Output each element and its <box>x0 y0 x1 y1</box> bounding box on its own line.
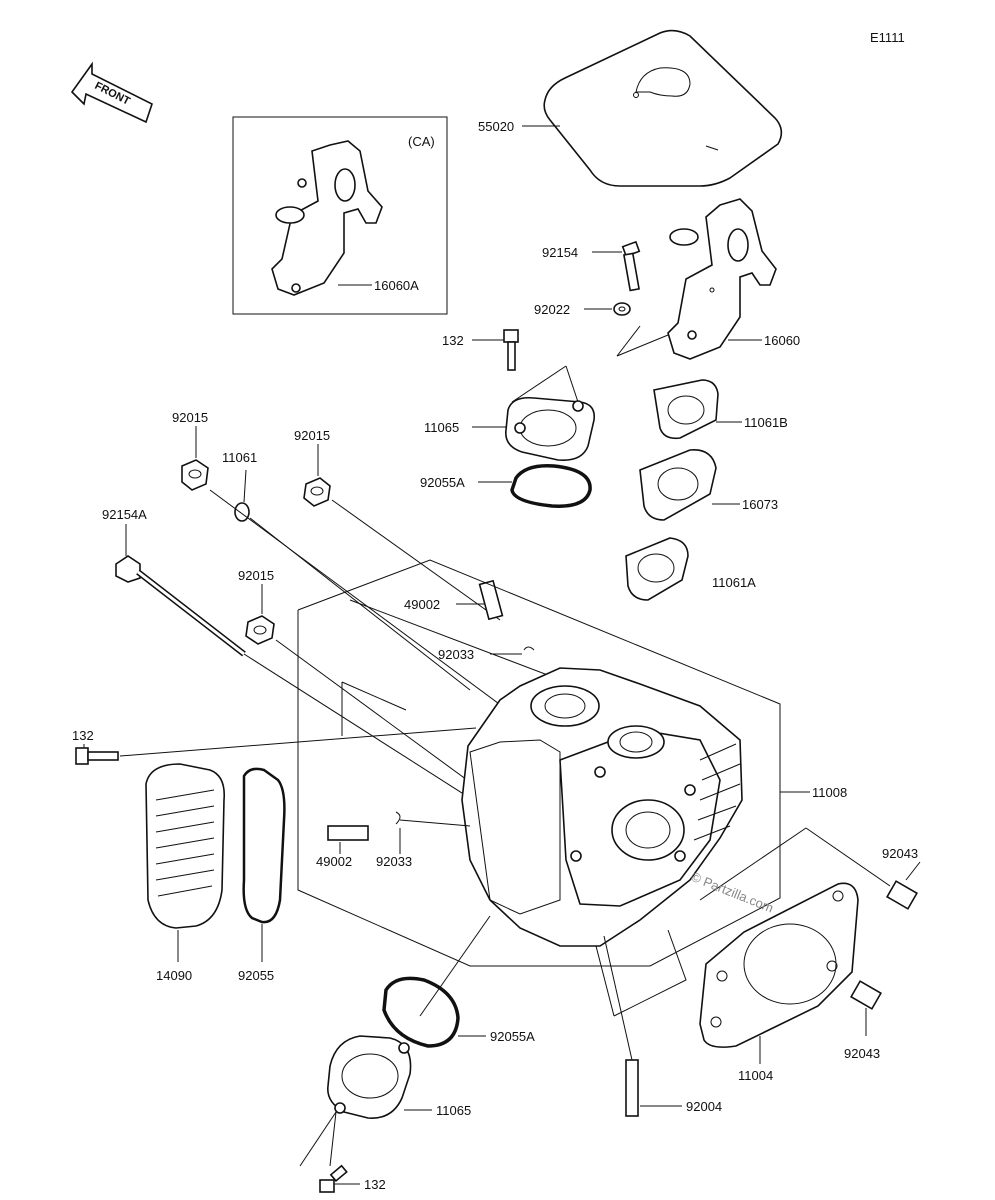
part-label-16060: 16060 <box>764 333 800 348</box>
part-label-92154A: 92154A <box>102 507 147 522</box>
bolt-132-top-icon <box>503 329 519 371</box>
washer-11061-icon <box>234 502 250 522</box>
watermark: © Partzilla.com <box>689 869 776 916</box>
valve-cover-bottom-icon <box>327 1035 412 1119</box>
part-label-92004: 92004 <box>686 1099 722 1114</box>
dowel-92043-top-icon <box>886 880 918 910</box>
side-cover-14090-icon <box>145 763 226 929</box>
stud-92154a-icon <box>115 555 246 657</box>
part-label-11065-bottom: 11065 <box>436 1103 471 1118</box>
valve-cover-top-icon <box>505 396 596 462</box>
washer-icon <box>613 302 631 316</box>
valve-guide-top-icon <box>478 579 504 621</box>
part-label-11004: 11004 <box>738 1068 773 1083</box>
bolt-132-bottom-icon <box>319 1164 348 1193</box>
clip-side-icon <box>395 811 401 825</box>
part-label-92043-top: 92043 <box>882 846 918 861</box>
bolt-icon <box>621 240 641 292</box>
ca-inset-box <box>232 116 448 315</box>
part-label-92033-top: 92033 <box>438 647 474 662</box>
o-ring-top-icon <box>510 464 592 508</box>
intake-manifold-icon <box>667 198 777 360</box>
intake-manifold-ca-icon <box>271 140 383 296</box>
inset-label: (CA) <box>408 134 435 149</box>
dowel-92043-bottom-icon <box>850 980 882 1010</box>
part-label-92022: 92022 <box>534 302 570 317</box>
part-label-92043-bottom: 92043 <box>844 1046 880 1061</box>
part-label-55020: 55020 <box>478 119 514 134</box>
part-label-49002-side: 49002 <box>316 854 352 869</box>
gasket-11061a-icon <box>625 537 689 601</box>
cylinder-head-icon <box>461 667 743 947</box>
bolt-132-side-icon <box>75 747 119 765</box>
filter-sheet-icon <box>543 29 783 187</box>
spacer-16073-icon <box>639 449 717 521</box>
part-label-92055A-top: 92055A <box>420 475 465 490</box>
part-label-92015-left: 92015 <box>172 410 208 425</box>
nut-92015-low-icon <box>245 615 275 645</box>
part-label-11008: 11008 <box>812 785 847 800</box>
diagram-code: E1111 <box>870 30 905 45</box>
part-label-132-bottom: 132 <box>364 1177 386 1192</box>
gasket-11061b-icon <box>653 379 719 440</box>
o-ring-bottom-icon <box>382 976 460 1048</box>
valve-guide-side-icon <box>327 825 369 841</box>
clip-top-icon <box>523 646 535 651</box>
front-arrow-icon: FRONT <box>70 61 153 124</box>
part-label-16073: 16073 <box>742 497 778 512</box>
part-label-92154: 92154 <box>542 245 578 260</box>
part-label-11061A: 11061A <box>712 575 756 590</box>
gasket-92055-icon <box>242 767 286 924</box>
part-label-49002-top: 49002 <box>404 597 440 612</box>
head-gasket-11004-icon <box>699 882 859 1048</box>
part-label-92033-side: 92033 <box>376 854 412 869</box>
part-label-11061: 11061 <box>222 450 257 465</box>
nut-92015-left-icon <box>181 459 209 491</box>
part-label-14090: 14090 <box>156 968 192 983</box>
part-label-92055A-bottom: 92055A <box>490 1029 535 1044</box>
part-label-16060A: 16060A <box>374 278 419 293</box>
nut-92015-mid-icon <box>303 477 331 507</box>
part-label-92015-mid: 92015 <box>294 428 330 443</box>
part-label-92015-low: 92015 <box>238 568 274 583</box>
part-label-132-side: 132 <box>72 728 94 743</box>
part-label-11065-top: 11065 <box>424 420 459 435</box>
part-label-132-top: 132 <box>442 333 464 348</box>
stud-92004-icon <box>625 1059 639 1117</box>
part-labels: 55020 16060A 92154 92022 16060 132 11065… <box>72 119 918 1192</box>
part-label-11061B: 11061B <box>744 415 788 430</box>
part-label-92055: 92055 <box>238 968 274 983</box>
